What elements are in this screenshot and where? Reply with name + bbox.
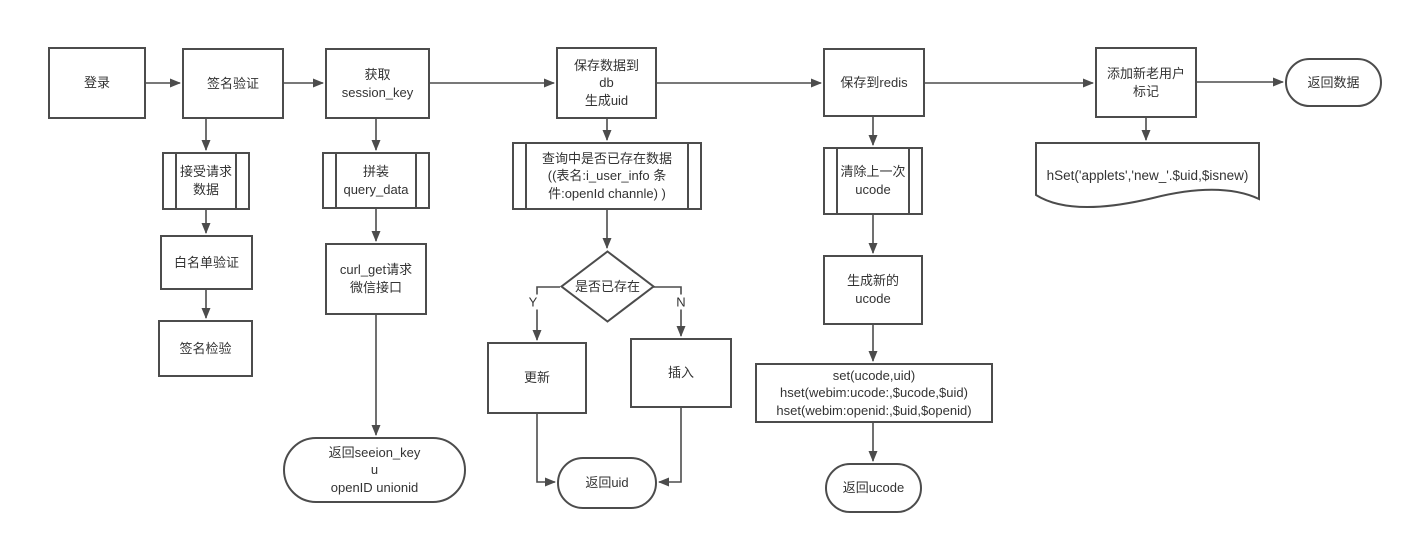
flow-node-save-redis-label: 保存到redis	[840, 74, 908, 90]
flow-node-insert[interactable]: 插入	[630, 338, 732, 408]
flow-node-clear-ucode[interactable]: 清除上一次 ucode	[823, 147, 923, 215]
flow-node-redis-commands-label: set(ucode,uid) hset(webim:ucode:,$ucode,…	[776, 367, 972, 418]
flow-node-add-user-flag-label: 添加新老用户 标记	[1106, 65, 1185, 99]
flow-node-save-db[interactable]: 保存数据到 db 生成uid	[556, 47, 657, 119]
decision-diamond-shape	[560, 250, 655, 323]
flow-node-gen-ucode[interactable]: 生成新的 ucode	[823, 255, 923, 325]
flow-node-curl-get-label: curl_get请求 微信接口	[339, 262, 413, 295]
flow-node-curl-get[interactable]: curl_get请求 微信接口	[325, 243, 427, 315]
flow-node-get-session-key-label: 获取 session_key	[341, 66, 414, 100]
flow-node-gen-ucode-label: 生成新的 ucode	[846, 273, 899, 306]
flow-node-query-exists-label: 查询中是否已存在数据 ((表名:i_user_info 条 件:openId c…	[541, 150, 672, 201]
flow-node-return-ucode-label: 返回ucode	[842, 480, 905, 496]
flow-node-exists-decision-label: 是否已存在	[574, 278, 640, 294]
flow-node-login[interactable]: 登录	[48, 47, 146, 119]
flow-node-return-session-key[interactable]: 返回seeion_key u openID unionid	[283, 437, 466, 503]
flow-node-sign-check[interactable]: 签名检验	[158, 320, 253, 377]
decision-branch-label-no: N	[674, 294, 688, 310]
flow-node-save-db-label: 保存数据到 db 生成uid	[573, 57, 639, 108]
flow-node-save-redis[interactable]: 保存到redis	[823, 48, 925, 117]
flow-node-return-data-label: 返回数据	[1307, 74, 1360, 90]
flow-node-return-uid[interactable]: 返回uid	[557, 457, 657, 509]
flow-node-login-label: 登录	[83, 75, 110, 91]
flow-node-return-uid-label: 返回uid	[585, 475, 629, 491]
decision-branch-label-yes: Y	[526, 294, 540, 310]
flow-node-clear-ucode-label: 清除上一次 ucode	[840, 164, 906, 197]
flow-node-exists-decision[interactable]: 是否已存在	[560, 250, 655, 323]
flow-node-redis-commands[interactable]: set(ucode,uid) hset(webim:ucode:,$ucode,…	[755, 363, 993, 423]
flow-node-whitelist-verify-label: 白名单验证	[173, 254, 239, 270]
flow-node-get-session-key[interactable]: 获取 session_key	[325, 48, 430, 119]
flow-node-return-session-key-label: 返回seeion_key u openID unionid	[328, 444, 421, 495]
flow-node-update-label: 更新	[523, 370, 550, 386]
flow-node-hset-applets[interactable]: hSet('applets','new_'.$uid,$isnew)	[1035, 142, 1260, 220]
flow-node-return-data[interactable]: 返回数据	[1285, 58, 1382, 107]
flow-node-sign-check-label: 签名检验	[179, 340, 232, 356]
flow-node-assemble-query[interactable]: 拼装 query_data	[322, 152, 430, 209]
flow-node-whitelist-verify[interactable]: 白名单验证	[160, 235, 253, 290]
flow-node-accept-request-label: 接受请求 数据	[179, 164, 232, 197]
flow-node-add-user-flag[interactable]: 添加新老用户 标记	[1095, 47, 1197, 118]
flow-node-query-exists[interactable]: 查询中是否已存在数据 ((表名:i_user_info 条 件:openId c…	[512, 142, 702, 210]
flow-node-sign-verify[interactable]: 签名验证	[182, 48, 284, 119]
document-shape	[1035, 142, 1260, 208]
flow-node-sign-verify-label: 签名验证	[206, 75, 259, 91]
flow-node-accept-request[interactable]: 接受请求 数据	[162, 152, 250, 210]
flow-node-hset-applets-label: hSet('applets','new_'.$uid,$isnew)	[1046, 168, 1249, 184]
flow-node-update[interactable]: 更新	[487, 342, 587, 414]
flow-node-return-ucode[interactable]: 返回ucode	[825, 463, 922, 513]
flow-node-insert-label: 插入	[667, 365, 694, 381]
flow-node-assemble-query-label: 拼装 query_data	[343, 163, 409, 197]
